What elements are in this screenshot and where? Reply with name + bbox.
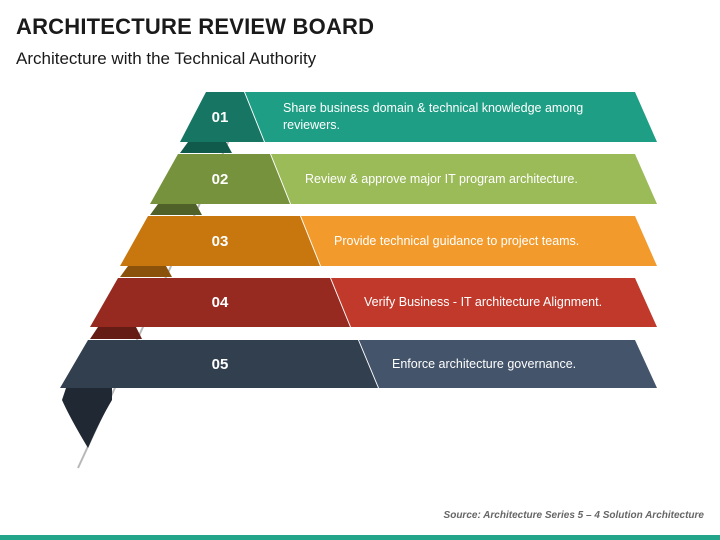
- step-04: 04: [90, 278, 657, 339]
- step-01-description: Share business domain & technical knowle…: [283, 101, 584, 132]
- step-01-number: 01: [212, 109, 229, 126]
- step-01-fold: [180, 142, 232, 153]
- step-01-number-block: [180, 92, 264, 142]
- step-01-text-band: [245, 92, 657, 142]
- step-03-number: 03: [212, 233, 229, 250]
- step-05-number: 05: [212, 356, 229, 373]
- bottom-accent-bar: [0, 535, 720, 540]
- step-05-description: Enforce architecture governance.: [392, 356, 577, 371]
- step-02-number: 02: [212, 171, 229, 188]
- step-04-number-block: [90, 278, 350, 327]
- page-title: ARCHITECTURE REVIEW BOARD: [16, 14, 375, 39]
- page-subtitle: Architecture with the Technical Authorit…: [16, 49, 317, 68]
- step-03-description: Provide technical guidance to project te…: [334, 233, 580, 248]
- step-02-text-band: [271, 154, 657, 204]
- step-04-fold: [90, 327, 142, 339]
- step-03-text-band: [301, 216, 657, 266]
- step-04-description: Verify Business - IT architecture Alignm…: [364, 295, 603, 309]
- source-note: Source: Architecture Series 5 – 4 Soluti…: [443, 510, 704, 521]
- step-04-text-band: [331, 278, 657, 327]
- step-05-tail: [62, 388, 112, 448]
- step-02-fold: [150, 204, 202, 215]
- step-05: 05: [60, 340, 657, 448]
- step-03-number-block: [120, 216, 320, 266]
- step-03: 03: [120, 216, 657, 277]
- step-02-description: Review & approve major IT program archit…: [305, 171, 578, 186]
- step-02-number-block: [150, 154, 290, 204]
- step-03-fold: [120, 266, 172, 277]
- step-04-number: 04: [212, 294, 229, 311]
- step-01: 01: [180, 92, 657, 153]
- step-05-number-block: [60, 340, 378, 388]
- step-05-text-band: [359, 340, 657, 388]
- step-02: 02: [150, 154, 657, 215]
